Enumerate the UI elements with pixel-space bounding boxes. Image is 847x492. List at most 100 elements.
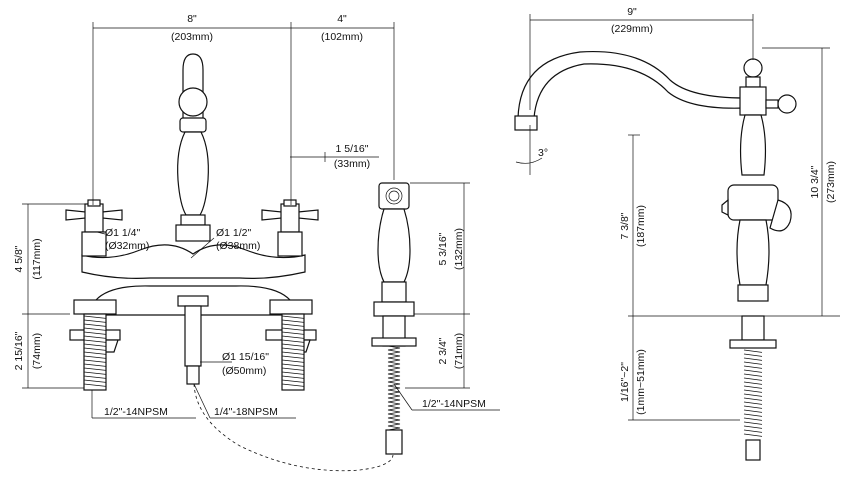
- spout-height-mm-label: (187mm): [635, 205, 647, 247]
- thread-line: [743, 369, 763, 373]
- thread-line: [83, 355, 107, 359]
- outlet-thread-label: 1/4"-18NPSM: [214, 406, 278, 418]
- spout-height-inch-label: 7 3/8": [619, 212, 631, 239]
- side-view-shank-threads: [743, 349, 763, 437]
- thread-line: [281, 327, 305, 331]
- overall-height-mm-label: (273mm): [825, 161, 837, 203]
- dimension-labels: 8" (203mm) 4" (102mm) 9" (229mm) 1 5/16"…: [13, 6, 837, 418]
- sprayer-offset-inch-label: 4": [337, 13, 347, 25]
- thread-line: [83, 383, 107, 387]
- overall-height-inch-label: 10 3/4": [809, 165, 821, 198]
- hose-connection-line: [193, 383, 394, 472]
- shank-length-inch-label: 2 15/16": [13, 331, 25, 370]
- handle-height-mm-label: (117mm): [31, 238, 43, 279]
- thread-line: [743, 409, 763, 413]
- thread-line: [743, 413, 763, 417]
- thread-line: [743, 389, 763, 393]
- thread-line: [743, 417, 763, 421]
- thread-line: [281, 359, 305, 363]
- thread-line: [83, 319, 107, 323]
- faucet-side-view: [514, 50, 797, 461]
- thread-line: [743, 373, 763, 377]
- handle-base-dia-mm-label: (Ø32mm): [105, 240, 149, 252]
- thread-line: [281, 343, 305, 347]
- hose-coil: [387, 345, 401, 431]
- thread-line: [281, 363, 305, 367]
- sprayer-hose: [387, 345, 401, 431]
- thread-line: [281, 355, 305, 359]
- thread-line: [281, 375, 305, 379]
- sprayer-offset-mm-label: (102mm): [321, 31, 363, 43]
- left-cross-handle: [65, 199, 123, 257]
- supply-thread-sprayer-label: 1/2"-14NPSM: [422, 398, 486, 410]
- spout-base-dia-mm-label: (Ø38mm): [216, 240, 260, 252]
- dimension-lines: [22, 14, 840, 421]
- spout-reach-mm-label: (229mm): [611, 23, 653, 35]
- thread-line: [743, 405, 763, 409]
- thread-line: [83, 375, 107, 379]
- thread-line: [83, 347, 107, 351]
- thread-line: [83, 359, 107, 363]
- thread-line: [743, 353, 763, 357]
- bridge-dia-mm-label: (Ø50mm): [222, 365, 266, 377]
- thread-line: [743, 381, 763, 385]
- thread-line: [743, 429, 763, 433]
- thread-line: [281, 319, 305, 323]
- thread-line: [281, 335, 305, 339]
- thread-line: [281, 383, 305, 387]
- thread-line: [83, 335, 107, 339]
- spout-angle-label: 3°: [538, 147, 548, 159]
- thread-line: [743, 365, 763, 369]
- spread-mm-label: (203mm): [171, 31, 213, 43]
- thread-line: [83, 379, 107, 383]
- thread-line: [743, 349, 763, 353]
- thread-line: [743, 377, 763, 381]
- thread-line: [83, 323, 107, 327]
- side-sprayer: [371, 182, 417, 455]
- thread-line: [281, 371, 305, 375]
- deck-thickness-inch-label: 1/16"~2": [619, 362, 631, 402]
- thread-line: [743, 393, 763, 397]
- sprayer-dia-inch-label: 1 5/16": [336, 143, 369, 155]
- spout-base-dia-inch-label: Ø1 1/2": [216, 227, 252, 239]
- thread-line: [743, 425, 763, 429]
- deck-thickness-mm-label: (1mm~51mm): [635, 349, 647, 415]
- thread-line: [83, 331, 107, 335]
- right-shank-threads: [281, 315, 305, 387]
- thread-line: [281, 315, 305, 319]
- sprayer-height-inch-label: 5 3/16": [437, 232, 449, 265]
- thread-line: [83, 363, 107, 367]
- bridge-faucet-front-view: [65, 53, 319, 391]
- spread-inch-label: 8": [187, 13, 197, 25]
- thread-line: [83, 315, 107, 319]
- sprayer-dia-mm-label: (33mm): [334, 158, 370, 170]
- thread-line: [743, 433, 763, 437]
- thread-line: [281, 323, 305, 327]
- thread-line: [743, 397, 763, 401]
- thread-line: [743, 357, 763, 361]
- handle-base-dia-inch-label: Ø1 1/4": [105, 227, 141, 239]
- thread-line: [281, 347, 305, 351]
- thread-line: [83, 339, 107, 343]
- left-shank-threads: [83, 315, 107, 387]
- bridge-dia-inch-label: Ø1 15/16": [222, 351, 269, 363]
- thread-line: [83, 327, 107, 331]
- thread-line: [83, 367, 107, 371]
- thread-line: [281, 367, 305, 371]
- thread-line: [281, 339, 305, 343]
- thread-line: [281, 331, 305, 335]
- thread-line: [83, 343, 107, 347]
- sprayer-shank-inch-label: 2 3/4": [437, 337, 449, 364]
- handle-height-inch-label: 4 5/8": [13, 245, 25, 272]
- thread-line: [83, 371, 107, 375]
- thread-line: [743, 401, 763, 405]
- sprayer-shank-mm-label: (71mm): [453, 333, 465, 369]
- shank-length-mm-label: (74mm): [31, 333, 43, 369]
- spout-reach-inch-label: 9": [627, 6, 637, 18]
- supply-thread-left-label: 1/2"-14NPSM: [104, 406, 168, 418]
- right-cross-handle: [261, 199, 319, 257]
- thread-line: [743, 421, 763, 425]
- thread-line: [83, 351, 107, 355]
